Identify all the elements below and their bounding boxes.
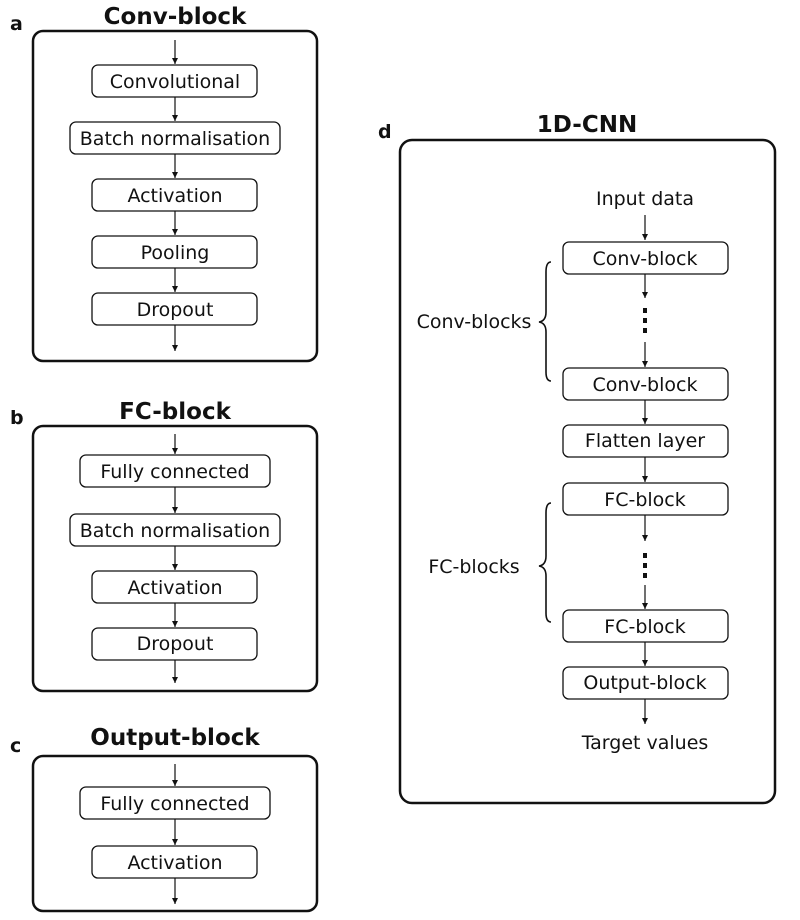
fc-block-first-label: FC-block [604, 489, 685, 511]
fc-step-label: Batch normalisation [80, 520, 270, 542]
conv-step-label: Pooling [141, 242, 210, 264]
cnn-frame [398, 138, 777, 805]
panel-title-1d-cnn: 1D-CNN [537, 112, 637, 138]
conv-blocks-label: Conv-blocks [417, 311, 532, 333]
panel-title-conv-block: Conv-block [104, 4, 247, 30]
panel-fc-block: b FC-block Fully connected Batch normali… [10, 399, 319, 693]
flatten-layer-label: Flatten layer [585, 430, 705, 452]
input-data-label: Input data [596, 188, 694, 210]
panel-letter-c: c [10, 735, 21, 757]
fc-blocks-brace [538, 502, 552, 623]
output-block-label: Output-block [583, 672, 706, 694]
ellipsis-dot [643, 318, 647, 323]
panel-1d-cnn: d 1D-CNN Input data Conv-block Conv-bloc… [378, 112, 777, 805]
ellipsis-dot [643, 573, 647, 578]
conv-step-label: Batch normalisation [80, 128, 270, 150]
panel-title-fc-block: FC-block [119, 399, 231, 425]
conv-step-label: Activation [127, 185, 222, 207]
fc-blocks-label: FC-blocks [428, 556, 519, 578]
panel-conv-block: a Conv-block Convolutional Batch normali… [10, 4, 319, 363]
ellipsis-dot [643, 328, 647, 333]
target-values-label: Target values [581, 732, 709, 754]
conv-step-label: Dropout [137, 299, 214, 321]
panel-letter-a: a [10, 13, 23, 35]
panel-output-block: c Output-block Fully connected Activatio… [10, 725, 319, 913]
conv-block-first-label: Conv-block [593, 248, 698, 270]
conv-block-last-label: Conv-block [593, 374, 698, 396]
fc-step-label: Activation [127, 577, 222, 599]
ellipsis-dot [643, 563, 647, 568]
conv-step-label: Convolutional [110, 71, 240, 93]
conv-blocks-brace [538, 261, 552, 382]
panel-title-output-block: Output-block [90, 725, 260, 751]
fc-step-label: Fully connected [100, 461, 249, 483]
output-step-label: Activation [127, 852, 222, 874]
panel-letter-b: b [10, 407, 24, 429]
panel-letter-d: d [378, 121, 392, 143]
fc-block-last-label: FC-block [604, 616, 685, 638]
ellipsis-dot [643, 308, 647, 313]
fc-step-label: Dropout [137, 633, 214, 655]
output-step-label: Fully connected [100, 793, 249, 815]
ellipsis-dot [643, 553, 647, 558]
